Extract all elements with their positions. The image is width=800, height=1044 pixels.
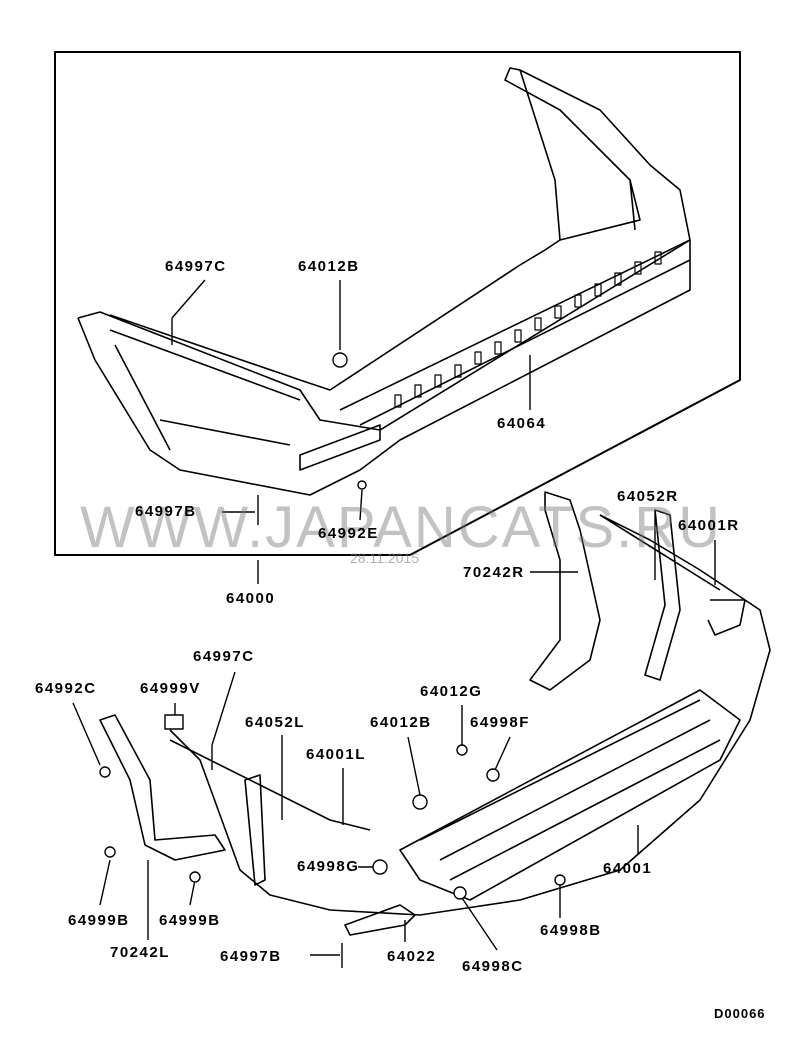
part-label[interactable]: 64001: [603, 860, 653, 877]
bracket-70242R: [529, 491, 601, 691]
leader-lines: [72, 279, 716, 956]
part-label[interactable]: 64998F: [470, 714, 530, 731]
part-label[interactable]: 64997C: [165, 258, 227, 275]
part-label[interactable]: 64992E: [318, 525, 379, 542]
watermark-date: 28.11.2015: [350, 550, 420, 566]
part-label[interactable]: 70242R: [463, 564, 525, 581]
part-label[interactable]: 64012B: [370, 714, 432, 731]
part-label[interactable]: 64052L: [245, 714, 305, 731]
part-label[interactable]: 64998B: [540, 922, 602, 939]
part-label[interactable]: 64998C: [462, 958, 524, 975]
bumper-assembly-64000: [77, 67, 691, 496]
part-label[interactable]: 64001R: [678, 517, 740, 534]
part-label[interactable]: 70242L: [110, 944, 170, 961]
part-label[interactable]: 64997C: [193, 648, 255, 665]
part-label[interactable]: 64052R: [617, 488, 679, 505]
part-label[interactable]: 64064: [497, 415, 547, 432]
part-label[interactable]: 64999B: [159, 912, 221, 929]
part-label[interactable]: 64012B: [298, 258, 360, 275]
fasteners: [99, 318, 566, 968]
part-label[interactable]: 64000: [226, 590, 276, 607]
part-label[interactable]: 64022: [387, 948, 437, 965]
part-label[interactable]: 64012G: [420, 683, 483, 700]
bumper-grille-slots: [394, 251, 662, 408]
part-label[interactable]: 64999V: [140, 680, 201, 697]
strip-64052L: [244, 774, 266, 886]
bracket-64001R: [707, 599, 746, 636]
part-label[interactable]: 64997B: [135, 503, 197, 520]
part-label[interactable]: 64992C: [35, 680, 97, 697]
watermark-site: WWW.JAPANCATS.RU: [80, 495, 723, 560]
part-label[interactable]: 64998G: [297, 858, 360, 875]
part-label[interactable]: 64999B: [68, 912, 130, 929]
part-label[interactable]: 64001L: [306, 746, 366, 763]
cover-64022: [344, 904, 416, 936]
part-label[interactable]: 64997B: [220, 948, 282, 965]
assembly-box: [54, 51, 741, 556]
diagram-code: D00066: [714, 1006, 766, 1021]
strip-64052R: [644, 509, 681, 681]
reinforcement-64001: [399, 689, 741, 901]
bracket-70242L: [99, 714, 226, 861]
